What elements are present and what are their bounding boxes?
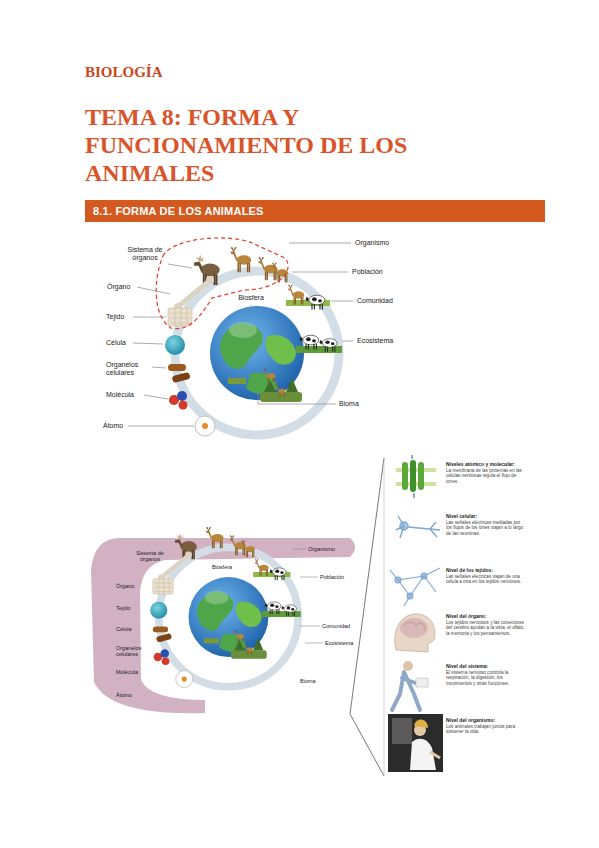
level-label: Célula bbox=[106, 339, 126, 347]
level-description: Los tejidos nerviosos y las conexiones d… bbox=[446, 620, 526, 636]
level-label: Molécula bbox=[106, 391, 134, 399]
level-label: Átomo bbox=[103, 422, 123, 430]
level-label: Organismo bbox=[308, 546, 335, 552]
level-heading: Nivel celular: bbox=[446, 514, 526, 520]
level-label: Organelos celulares bbox=[106, 361, 152, 377]
level-label: Sistema de órganos bbox=[130, 550, 170, 563]
subject-header: BIOLOGÍA bbox=[85, 64, 163, 81]
level-label: Bioma bbox=[339, 400, 359, 408]
level-label: Sistema de órganos bbox=[119, 246, 171, 262]
level-label: Átomo bbox=[116, 692, 132, 698]
level-label: Tejido bbox=[106, 313, 124, 321]
level-label: Comunidad bbox=[322, 623, 350, 629]
level-description: La membrana de las proteínas en las célu… bbox=[446, 468, 526, 484]
level-heading: Nivel de los tejidos: bbox=[446, 568, 526, 574]
level-label: Bioma bbox=[300, 678, 316, 684]
level-heading: Niveles atómico y molecular: bbox=[446, 462, 526, 468]
level-description: Los animales trabajan juntos para sosten… bbox=[446, 724, 526, 735]
level-label: Población bbox=[352, 268, 383, 276]
section-band: 8.1. FORMA DE LOS ANIMALES bbox=[85, 200, 545, 222]
level-description: El sistema nervioso controla la respirac… bbox=[446, 670, 526, 686]
level-label: Comunidad bbox=[357, 297, 393, 305]
level-label: Biosfera bbox=[207, 564, 237, 570]
level-label: Órgano bbox=[107, 283, 130, 291]
level-description: Las señales eléctricas mediadas por los … bbox=[446, 520, 526, 536]
level-label: Órgano bbox=[116, 583, 134, 589]
section-heading: 8.1. FORMA DE LOS ANIMALES bbox=[93, 200, 537, 222]
level-label: Organelos celulares bbox=[116, 645, 146, 658]
level-label: Molécula bbox=[116, 669, 138, 675]
level-heading: Nivel del órgano: bbox=[446, 614, 526, 620]
level-label: Célula bbox=[116, 626, 132, 632]
level-heading: Nivel del organismo: bbox=[446, 718, 526, 724]
level-description: Las señales eléctricas viajan de una cél… bbox=[446, 574, 526, 585]
level-label: Ecosistema bbox=[357, 337, 393, 345]
level-heading: Nivel del sistema: bbox=[446, 664, 526, 670]
level-label: Población bbox=[320, 574, 344, 580]
page-title: TEMA 8: FORMA Y FUNCIONAMIENTO DE LOS AN… bbox=[85, 103, 480, 187]
level-label: Biosfera bbox=[231, 294, 271, 302]
level-label: Organismo bbox=[355, 239, 389, 247]
level-label: Ecosistema bbox=[325, 640, 353, 646]
level-label: Tejido bbox=[116, 605, 130, 611]
